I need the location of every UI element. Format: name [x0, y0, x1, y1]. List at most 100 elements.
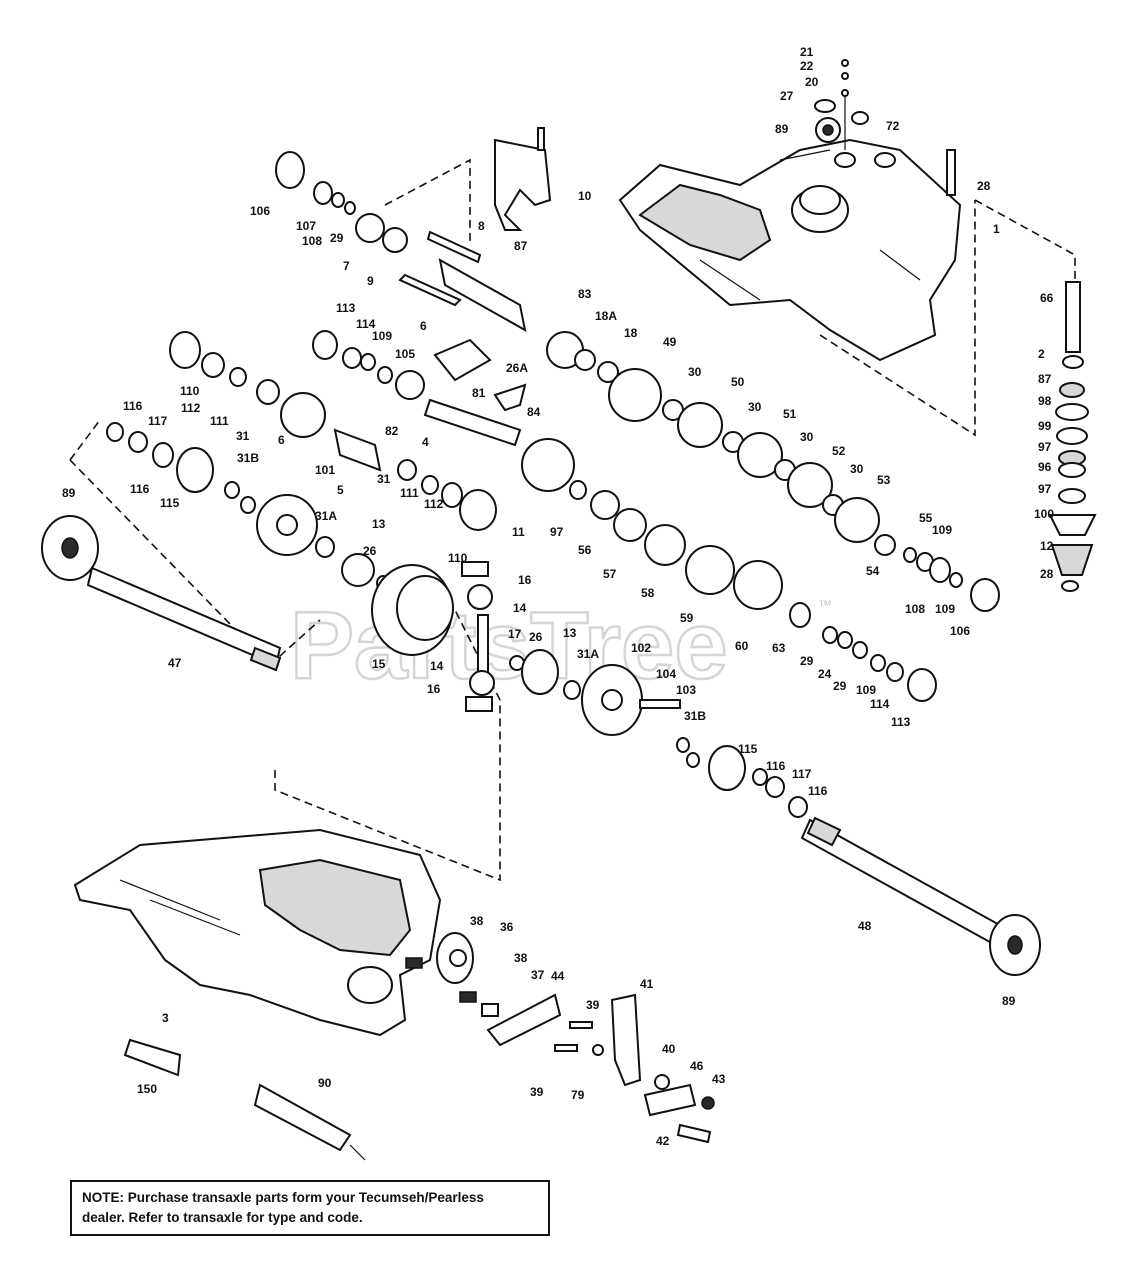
lower-housing — [73, 828, 442, 1037]
callout-24: 24 — [818, 667, 832, 681]
callout-113b: 113 — [891, 715, 911, 729]
callout-109b: 109 — [932, 523, 952, 537]
callout-115b: 115 — [738, 742, 758, 756]
callout-60: 60 — [735, 639, 749, 653]
callout-104: 104 — [656, 667, 676, 681]
watermark-text: PartsTree — [290, 592, 728, 699]
callout-38b: 38 — [514, 951, 528, 965]
callout-52: 52 — [832, 444, 846, 458]
upper-housing — [618, 138, 962, 362]
callout-labels: 2122202772892816628798999796971001228101… — [62, 45, 1054, 1148]
callout-38a: 38 — [470, 914, 484, 928]
callout-49: 49 — [663, 335, 677, 349]
callout-106a: 106 — [250, 204, 270, 218]
callout-55: 55 — [919, 511, 933, 525]
callout-36: 36 — [500, 920, 514, 934]
callout-5: 5 — [337, 483, 344, 497]
callout-42: 42 — [656, 1134, 670, 1148]
callout-51: 51 — [783, 407, 797, 421]
callout-113a: 113 — [336, 301, 356, 315]
callout-116c: 116 — [766, 759, 786, 773]
callout-57: 57 — [603, 567, 617, 581]
right-axle — [800, 816, 1041, 976]
callout-7: 7 — [343, 259, 350, 273]
callout-96: 96 — [1038, 460, 1052, 474]
callout-116a: 116 — [123, 399, 143, 413]
callout-29c: 29 — [833, 679, 847, 693]
left-axle — [41, 515, 282, 672]
callout-15: 15 — [372, 657, 386, 671]
callout-14b: 14 — [430, 659, 444, 673]
callout-13b: 13 — [563, 626, 577, 640]
callout-109a: 109 — [372, 329, 392, 343]
callout-150: 150 — [137, 1082, 157, 1096]
callout-44: 44 — [551, 969, 565, 983]
axle-flanges — [521, 626, 937, 818]
watermark-trademark: ™ — [818, 597, 832, 613]
shift-assembly — [275, 127, 552, 332]
callout-63: 63 — [772, 641, 786, 655]
callout-39b: 39 — [530, 1085, 544, 1099]
callout-54: 54 — [866, 564, 880, 578]
callout-30d: 30 — [850, 462, 864, 476]
callout-117b: 117 — [792, 767, 812, 781]
differential — [371, 561, 525, 712]
callout-28a: 28 — [977, 179, 991, 193]
callout-17: 17 — [508, 627, 522, 641]
callout-29b: 29 — [800, 654, 814, 668]
callout-29a: 29 — [330, 231, 344, 245]
callout-84: 84 — [527, 405, 541, 419]
callout-98: 98 — [1038, 394, 1052, 408]
callout-79: 79 — [571, 1088, 585, 1102]
callout-47: 47 — [168, 656, 182, 670]
callout-8: 8 — [478, 219, 485, 233]
callout-40: 40 — [662, 1042, 676, 1056]
callout-116b: 116 — [130, 482, 150, 496]
sealant-tubes — [123, 1038, 366, 1161]
callout-99: 99 — [1038, 419, 1052, 433]
callout-108b: 108 — [905, 602, 925, 616]
right-stack-parts — [1048, 281, 1097, 592]
callout-112a: 112 — [181, 401, 201, 415]
callout-14a: 14 — [513, 601, 527, 615]
callout-50: 50 — [731, 375, 745, 389]
callout-3: 3 — [162, 1011, 169, 1025]
callout-10: 10 — [578, 189, 592, 203]
callout-89b: 89 — [62, 486, 76, 500]
callout-114b: 114 — [870, 697, 890, 711]
callout-6a: 6 — [420, 319, 427, 333]
callout-6b: 6 — [278, 433, 285, 447]
callout-83a: 83 — [578, 287, 592, 301]
callout-41: 41 — [640, 977, 654, 991]
callout-31b: 31 — [377, 472, 391, 486]
callout-103: 103 — [676, 683, 696, 697]
callout-97b: 97 — [1038, 482, 1052, 496]
callout-13a: 13 — [372, 517, 386, 531]
callout-30c: 30 — [800, 430, 814, 444]
callout-115a: 115 — [160, 496, 180, 510]
callout-105: 105 — [395, 347, 415, 361]
callout-97c: 97 — [550, 525, 564, 539]
callout-66: 66 — [1040, 291, 1054, 305]
callout-81: 81 — [472, 386, 486, 400]
callout-26a: 26 — [363, 544, 377, 558]
callout-27: 27 — [780, 89, 794, 103]
callout-18A: 18A — [595, 309, 617, 323]
callout-58: 58 — [641, 586, 655, 600]
callout-16a: 16 — [518, 573, 532, 587]
callout-39a: 39 — [586, 998, 600, 1012]
callout-87b: 87 — [514, 239, 528, 253]
callout-26A: 26A — [506, 361, 528, 375]
callout-101: 101 — [315, 463, 335, 477]
callout-90: 90 — [318, 1076, 332, 1090]
callout-16b: 16 — [427, 682, 441, 696]
callout-111b: 111 — [400, 486, 419, 500]
callout-46: 46 — [690, 1059, 704, 1073]
callout-22: 22 — [800, 59, 814, 73]
callout-11: 11 — [512, 525, 525, 539]
callout-59: 59 — [680, 611, 694, 625]
callout-21: 21 — [800, 45, 814, 59]
callout-20: 20 — [805, 75, 819, 89]
